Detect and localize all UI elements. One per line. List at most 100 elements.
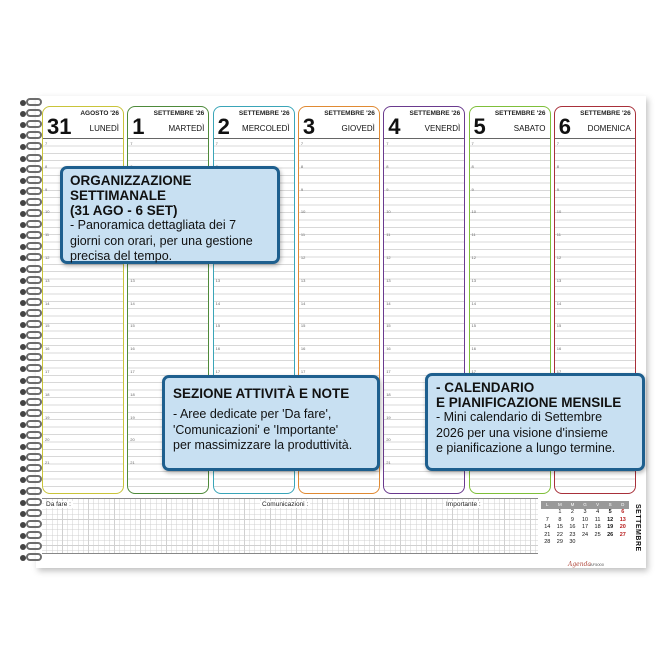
hour-label: 21 bbox=[130, 460, 135, 466]
ring-hole bbox=[20, 266, 26, 273]
hour-label: 7 bbox=[215, 141, 218, 146]
ring-loop bbox=[26, 197, 42, 206]
spiral-ring bbox=[18, 109, 44, 118]
hour-label: 20 bbox=[130, 437, 135, 443]
hour-label: 8 bbox=[471, 163, 474, 169]
hour-label: 19 bbox=[130, 414, 135, 420]
spiral-binding bbox=[18, 98, 46, 568]
mini-calendar-day bbox=[579, 539, 592, 547]
hour-label: 10 bbox=[471, 209, 476, 215]
hour-label: 16 bbox=[45, 346, 50, 352]
hour-label: 18 bbox=[45, 391, 50, 397]
ring-hole bbox=[20, 466, 26, 473]
ring-hole bbox=[20, 299, 26, 306]
mini-calendar-day: 23 bbox=[569, 531, 576, 538]
ring-loop bbox=[26, 519, 42, 528]
ring-hole bbox=[20, 244, 26, 251]
hour-label: 15 bbox=[471, 323, 476, 329]
hour-label: 12 bbox=[386, 255, 391, 260]
ring-hole bbox=[20, 510, 26, 517]
ring-hole bbox=[20, 433, 26, 439]
callout-weekly-title-1: ORGANIZZAZIONE SETTIMANALE bbox=[70, 173, 192, 203]
day-number: 5 bbox=[473, 114, 486, 139]
mini-calendar-day: 30 bbox=[569, 539, 576, 546]
callout-weekly-desc-2: giorni con orari, per una gestione bbox=[70, 233, 253, 248]
day-number: 31 bbox=[47, 114, 72, 139]
mini-calendar-day: 5 bbox=[608, 509, 612, 515]
ring-hole bbox=[20, 188, 26, 195]
ring-loop bbox=[26, 486, 42, 495]
hour-label: 10 bbox=[386, 209, 391, 215]
hour-label: 17 bbox=[130, 369, 135, 374]
spiral-ring bbox=[18, 320, 44, 329]
spiral-ring bbox=[18, 253, 44, 262]
hour-label: 12 bbox=[471, 255, 476, 260]
spiral-ring bbox=[18, 353, 44, 362]
ring-hole bbox=[20, 111, 26, 118]
callout-calendar-desc-3: e pianificazione a lungo termine. bbox=[436, 441, 616, 455]
ring-hole bbox=[20, 222, 26, 229]
callout-weekly-desc-3: precisa del tempo. bbox=[70, 249, 173, 263]
spiral-ring bbox=[18, 308, 44, 318]
callout-weekly-desc-1: - Panoramica dettagliata dei 7 bbox=[70, 218, 237, 232]
hour-label: 16 bbox=[556, 346, 562, 352]
ring-hole bbox=[20, 488, 26, 495]
hour-label: 13 bbox=[471, 277, 476, 283]
spiral-ring bbox=[18, 120, 44, 129]
ring-loop bbox=[26, 453, 42, 462]
ring-loop bbox=[26, 353, 42, 362]
day-name: LUNEDÌ bbox=[89, 124, 119, 133]
spiral-ring bbox=[18, 364, 44, 373]
spiral-ring bbox=[18, 331, 44, 340]
spiral-ring bbox=[18, 175, 44, 185]
ring-hole bbox=[20, 544, 26, 550]
mini-calendar-day bbox=[616, 539, 629, 547]
ring-loop bbox=[26, 553, 42, 562]
ring-hole bbox=[20, 532, 26, 539]
ring-loop bbox=[26, 419, 42, 428]
hour-label: 9 bbox=[386, 186, 389, 192]
spiral-ring bbox=[18, 542, 44, 551]
day-name: SABATO bbox=[513, 124, 546, 133]
ring-loop bbox=[26, 109, 42, 118]
day-name: MARTEDÌ bbox=[168, 124, 205, 133]
mini-calendar-day: 8 bbox=[558, 516, 562, 523]
mini-calendar-month: SETTEMBRE bbox=[634, 504, 641, 552]
hour-label: 17 bbox=[45, 369, 50, 374]
hour-label: 11 bbox=[386, 232, 391, 238]
spiral-ring bbox=[18, 164, 44, 174]
callout-tasks-desc-2: 'Comunicazioni' e 'Importante' bbox=[173, 422, 339, 437]
day-name: VENERDÌ bbox=[424, 124, 461, 133]
ring-loop bbox=[26, 164, 42, 173]
ring-loop bbox=[26, 220, 42, 229]
ring-loop bbox=[26, 186, 42, 195]
mini-calendar-day: 16 bbox=[569, 524, 576, 531]
callout-tasks: SEZIONE ATTIVITÀ E NOTE - Aree dedicate … bbox=[162, 375, 380, 471]
hour-label: 15 bbox=[556, 323, 562, 329]
ring-loop bbox=[26, 275, 42, 284]
notes-section: Da fare : Comunicazioni : Importante : bbox=[42, 498, 538, 554]
mini-calendar-day: 24 bbox=[581, 531, 589, 538]
ring-loop bbox=[26, 297, 42, 306]
day-number: 3 bbox=[302, 114, 316, 139]
ring-loop bbox=[26, 331, 42, 340]
spiral-ring bbox=[18, 464, 44, 473]
hour-label: 13 bbox=[45, 277, 50, 283]
hour-label: 19 bbox=[386, 414, 391, 420]
hour-label: 7 bbox=[386, 141, 389, 146]
weekday-label: M bbox=[557, 502, 562, 507]
day-month: SETTEMBRE '26 bbox=[238, 110, 290, 117]
ring-hole bbox=[20, 255, 26, 262]
hour-label: 17 bbox=[556, 369, 562, 374]
spiral-ring bbox=[18, 442, 44, 451]
spiral-ring bbox=[18, 286, 44, 296]
ring-hole bbox=[20, 322, 26, 328]
hour-label: 13 bbox=[300, 277, 306, 283]
ring-loop bbox=[26, 242, 42, 251]
mini-calendar-day: 21 bbox=[544, 531, 551, 538]
weekday-label: D bbox=[621, 502, 625, 507]
